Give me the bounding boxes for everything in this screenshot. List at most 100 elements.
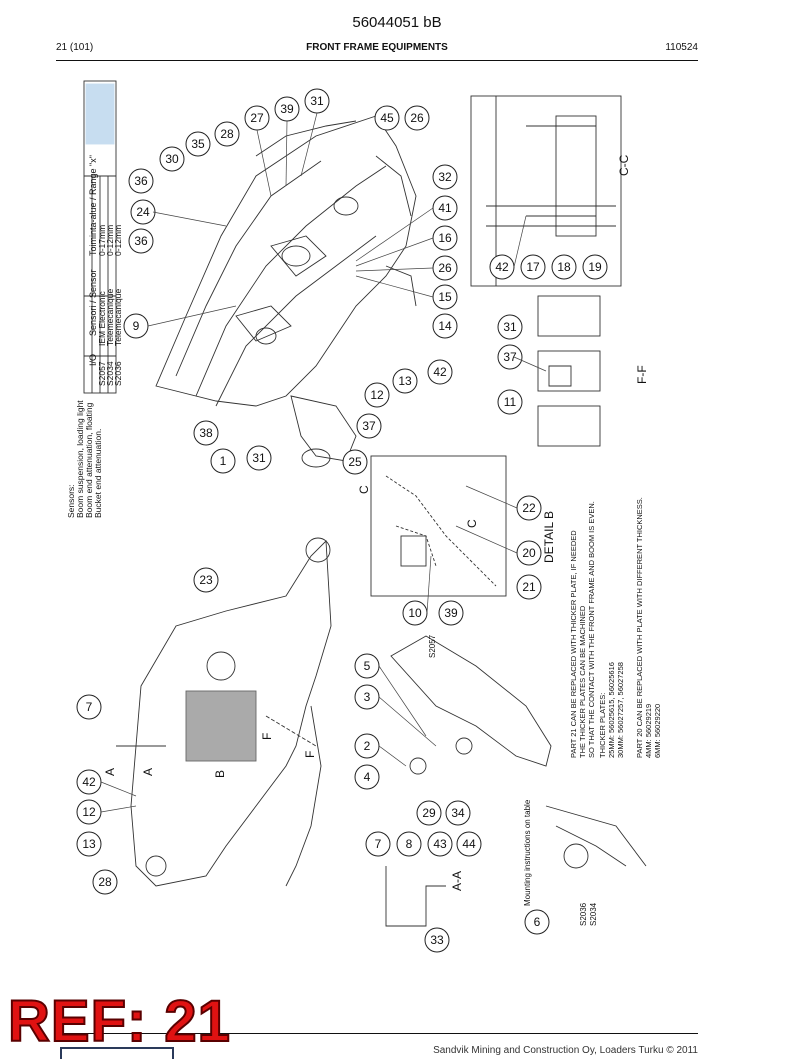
- svg-text:1: 1: [220, 454, 227, 468]
- sensor-label-s2034: S2034: [589, 902, 598, 926]
- sensor-row-2-sensor: Telemecanique: [105, 289, 115, 346]
- mounting-note: Mounting instructions on table: [523, 799, 532, 906]
- svg-text:9: 9: [133, 319, 140, 333]
- callout-c52: 8: [396, 831, 422, 857]
- sensor-row-2-io: S2034: [105, 361, 115, 386]
- footer-rule: [56, 1033, 698, 1034]
- callout-c24: 1: [210, 448, 236, 474]
- callout-c4: 28: [214, 121, 240, 147]
- callout-c11: 26: [404, 105, 430, 131]
- sensors-note-line-4: Bucket end attenuation.: [93, 429, 103, 518]
- svg-text:13: 13: [398, 374, 412, 388]
- sensor-table-header-io: I/O: [88, 354, 98, 366]
- svg-text:31: 31: [310, 94, 324, 108]
- svg-text:44: 44: [462, 837, 476, 851]
- section-marker-c-2: C: [465, 519, 479, 528]
- view-label-aa: A-A: [450, 871, 464, 891]
- section-marker-a-2: A: [141, 768, 155, 776]
- callout-c44: 28: [92, 869, 118, 895]
- callout-c33: 11: [497, 389, 523, 415]
- header-rule: [56, 60, 698, 61]
- svg-text:24: 24: [136, 205, 150, 219]
- plate-note-line-2: THE THICKER PLATES CAN BE MACHINED: [578, 605, 587, 758]
- svg-text:18: 18: [557, 260, 571, 274]
- svg-text:2: 2: [364, 739, 371, 753]
- frame-outline-upper: [155, 115, 417, 407]
- callout-c25: 31: [246, 445, 272, 471]
- svg-text:28: 28: [220, 127, 234, 141]
- callout-c16: 15: [432, 284, 458, 310]
- frame-outline-lower: [130, 539, 332, 887]
- callout-c6: 30: [159, 146, 185, 172]
- plate-note-line-6: 30MM: 56027257, 56027258: [616, 662, 625, 758]
- svg-text:31: 31: [503, 320, 517, 334]
- callout-c23: 38: [193, 420, 219, 446]
- callout-c28: 17: [520, 254, 546, 280]
- sensor-row-3-range: 0-12mm: [113, 225, 123, 256]
- svg-text:22: 22: [522, 501, 536, 515]
- svg-text:8: 8: [406, 837, 413, 851]
- svg-text:41: 41: [438, 201, 452, 215]
- svg-text:17: 17: [526, 260, 540, 274]
- svg-text:36: 36: [134, 174, 148, 188]
- svg-text:38: 38: [199, 426, 213, 440]
- callout-c54: 44: [456, 831, 482, 857]
- sensor-row-1-io: S2057: [97, 361, 107, 386]
- callout-c14: 16: [432, 225, 458, 251]
- callout-c37: 10: [402, 600, 428, 626]
- callout-c55: 33: [424, 927, 450, 953]
- callout-c35: 20: [516, 540, 542, 566]
- svg-text:43: 43: [433, 837, 447, 851]
- svg-text:12: 12: [82, 805, 96, 819]
- svg-text:26: 26: [438, 261, 452, 275]
- svg-text:14: 14: [438, 319, 452, 333]
- plate-note-line-4: THICKER PLATES:: [598, 693, 607, 758]
- svg-text:13: 13: [82, 837, 96, 851]
- callout-c8: 24: [130, 199, 156, 225]
- callout-c5: 35: [185, 131, 211, 157]
- callout-c46: 3: [354, 684, 380, 710]
- page-title: FRONT FRAME EQUIPMENTS: [306, 42, 448, 53]
- callout-c20: 12: [364, 382, 390, 408]
- svg-text:36: 36: [134, 234, 148, 248]
- callout-c9: 36: [128, 228, 154, 254]
- callout-c27: 42: [489, 254, 515, 280]
- plate-note-line-5: 25MM: 56025615, 56025616: [607, 662, 616, 758]
- plate-note-line-10: 6MM: 56029220: [653, 704, 662, 758]
- callout-c39: 23: [193, 567, 219, 593]
- view-label-detail-b: DETAIL B: [542, 511, 556, 563]
- callout-c32: 37: [497, 344, 523, 370]
- svg-text:10: 10: [408, 606, 422, 620]
- callout-c36: 21: [516, 574, 542, 600]
- footer-copyright: Sandvik Mining and Construction Oy, Load…: [433, 1045, 698, 1056]
- sensor-row-1-sensor: IEM Electronic: [97, 290, 107, 346]
- plate-note-line-8: PART 20 CAN BE REPLACED WITH PLATE WITH …: [635, 497, 644, 758]
- callout-c2: 39: [274, 96, 300, 122]
- sensor-table-header-range: Toiminta-alue / Range "x": [88, 155, 98, 256]
- page-header: 21 (101) FRONT FRAME EQUIPMENTS 110524: [56, 42, 698, 56]
- svg-text:45: 45: [380, 111, 394, 125]
- svg-text:11: 11: [504, 395, 517, 409]
- callout-c29: 18: [551, 254, 577, 280]
- callout-c1: 31: [304, 88, 330, 114]
- svg-text:12: 12: [370, 388, 384, 402]
- svg-text:42: 42: [82, 775, 96, 789]
- callout-c51: 7: [365, 831, 391, 857]
- callout-c50: 34: [445, 800, 471, 826]
- plate-note-line-9: 4MM: 56029219: [644, 704, 653, 758]
- callout-c3: 27: [244, 105, 270, 131]
- svg-text:28: 28: [98, 875, 112, 889]
- svg-text:19: 19: [588, 260, 602, 274]
- callout-c26: 25: [342, 449, 368, 475]
- callout-c31: 31: [497, 314, 523, 340]
- svg-text:25: 25: [348, 455, 362, 469]
- section-marker-b: B: [213, 770, 227, 778]
- svg-text:39: 39: [444, 606, 458, 620]
- svg-text:21: 21: [522, 580, 536, 594]
- svg-text:30: 30: [165, 152, 179, 166]
- svg-text:4: 4: [364, 770, 371, 784]
- svg-text:3: 3: [364, 690, 371, 704]
- svg-text:32: 32: [438, 170, 452, 184]
- sensor-row-3-sensor: Telemecanique: [113, 289, 123, 346]
- svg-text:23: 23: [199, 573, 213, 587]
